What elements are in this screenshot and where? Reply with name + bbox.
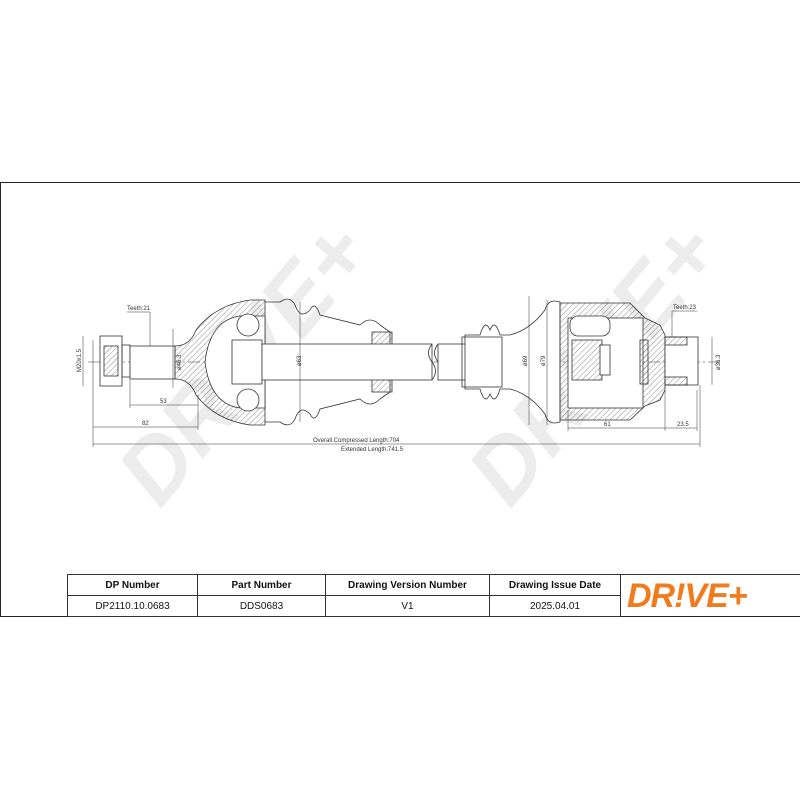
left-stub-shaft: [129, 345, 176, 380]
right-stub-diameter: ø36.3: [716, 354, 722, 370]
right-teeth-label: Teeth:23: [673, 305, 697, 311]
left-boot-diameter: ø63: [297, 355, 303, 366]
logo-text: DR!VE+: [627, 577, 748, 615]
left-teeth-label: Teeth:21: [127, 306, 151, 312]
title-block-table: DP Number Part Number Drawing Version Nu…: [67, 574, 621, 617]
dim-61: 61: [604, 422, 611, 428]
drawing-version-value: V1: [325, 595, 490, 617]
dp-number-value: DP2110.10.0683: [67, 595, 198, 617]
right-boot: [464, 300, 561, 424]
dim-23-5: 23.5: [677, 422, 689, 428]
overall-length: Overall Compressed Length:704: [313, 438, 400, 444]
dimension-lines: [82, 296, 713, 447]
left-stub-diameter: ø46.3: [177, 354, 183, 370]
right-diameter-b: ø79: [541, 355, 547, 366]
header-drawing-version: Drawing Version Number: [325, 574, 490, 596]
shaft-right: [437, 343, 469, 381]
drawing-frame: [0, 182, 800, 617]
nut: [99, 335, 131, 387]
header-issue-date: Drawing Issue Date: [489, 574, 621, 596]
extended-length: Extended Length:741.5: [341, 447, 404, 453]
dimension-labels: Teeth:21 M20x1.5 ø46.3 ø63 53 82 Overall…: [77, 305, 722, 453]
dim-82: 82: [142, 421, 149, 427]
header-part-number: Part Number: [197, 574, 326, 596]
dim-53: 53: [160, 399, 167, 405]
right-diameter-a: ø69: [523, 355, 529, 366]
header-dp-number: DP Number: [67, 574, 198, 596]
issue-date-value: 2025.04.01: [489, 595, 621, 617]
brand-logo: DR!VE+: [620, 574, 800, 617]
part-number-value: DDS0683: [197, 595, 326, 617]
shaft-left: [261, 343, 433, 381]
thread-label: M20x1.5: [77, 348, 83, 372]
